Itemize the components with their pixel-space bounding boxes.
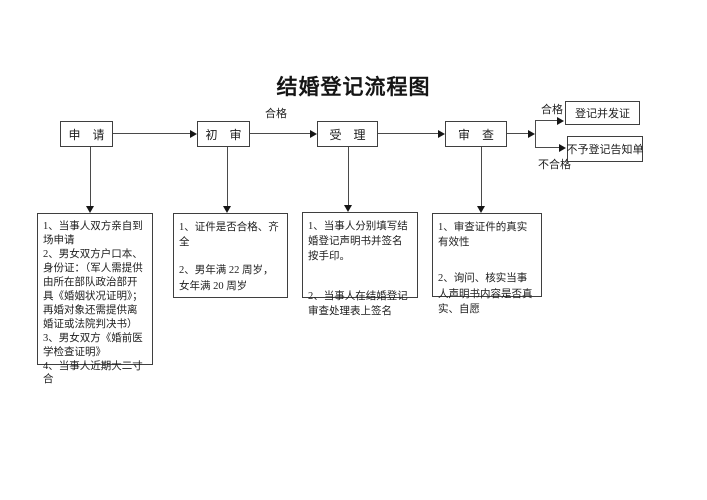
detail-item: 1、当事人分别填写结婚登记声明书并签名按手印。 [308, 221, 408, 263]
branch-label-pass: 合格 [541, 104, 563, 116]
detail-item: 2、询问、核实当事人声明书内容是否真实、自愿 [438, 273, 533, 315]
detail-box-examination-procedures: 1、审查证件的真实有效性 2、询问、核实当事人声明书内容是否真实、自愿 [432, 213, 542, 315]
connector-acceptance-details [348, 147, 349, 205]
detail-item: 2、男年满 22 周岁，女年满 20 周岁 [179, 265, 274, 292]
flow-step-acceptance: 受 理 [317, 121, 378, 147]
connector-apply-to-review [113, 133, 191, 134]
detail-box-preliminary-review-criteria: 1、证件是否合格、齐全 2、男年满 22 周岁，女年满 20 周岁 [173, 213, 288, 298]
detail-item: 1、当事人双方亲自到场申请 [43, 221, 143, 246]
connector-review-to-acceptance [250, 133, 311, 134]
arrowhead-down-icon [223, 206, 231, 213]
arrowhead-down-icon [344, 205, 352, 212]
arrowhead-right-icon [557, 117, 564, 125]
connector-fail-branch [535, 147, 560, 148]
flow-step-examination: 审 查 [445, 121, 507, 147]
edge-label-pass: 合格 [265, 108, 287, 120]
arrowhead-right-icon [559, 144, 566, 152]
arrowhead-right-icon [190, 130, 197, 138]
detail-item: 1、证件是否合格、齐全 [179, 222, 279, 249]
detail-item: 4、当事人近期大二寸合 [43, 360, 143, 386]
connector-examination-to-junction [507, 133, 529, 134]
result-box-non-registration-notice: 不予登记告知单 [567, 136, 644, 162]
arrowhead-right-icon [438, 130, 445, 138]
connector-apply-details [90, 147, 91, 206]
arrowhead-right-icon [528, 130, 535, 138]
detail-item: 2、男女双方户口本、身份证：（军人需提供由所在部队政治部开具《婚姻状况证明》；再… [43, 248, 143, 330]
connector-acceptance-to-examination [378, 133, 439, 134]
arrowhead-down-icon [86, 206, 94, 213]
detail-box-acceptance-procedures: 1、当事人分别填写结婚登记声明书并签名按手印。 2、当事人在结婚登记审查处理表上… [302, 212, 418, 317]
page-title: 结婚登记流程图 [276, 75, 431, 99]
detail-item: 3、男女双方《婚前医学检查证明》 [43, 332, 143, 358]
arrowhead-right-icon [310, 130, 317, 138]
flow-step-apply: 申 请 [60, 121, 113, 147]
branch-junction-line [535, 120, 536, 148]
branch-label-fail: 不合格 [538, 159, 571, 171]
detail-item: 1、审查证件的真实有效性 [438, 222, 528, 249]
flow-step-preliminary-review: 初 审 [197, 121, 250, 147]
arrowhead-down-icon [477, 206, 485, 213]
detail-box-apply-requirements: 1、当事人双方亲自到场申请 2、男女双方户口本、身份证：（军人需提供由所在部队政… [37, 213, 153, 385]
connector-examination-details [481, 147, 482, 206]
detail-item: 2、当事人在结婚登记审查处理表上签名 [308, 290, 408, 317]
connector-pass-branch [535, 120, 558, 121]
connector-review-details [227, 147, 228, 206]
result-box-register-issue-certificate: 登记并发证 [565, 101, 640, 125]
